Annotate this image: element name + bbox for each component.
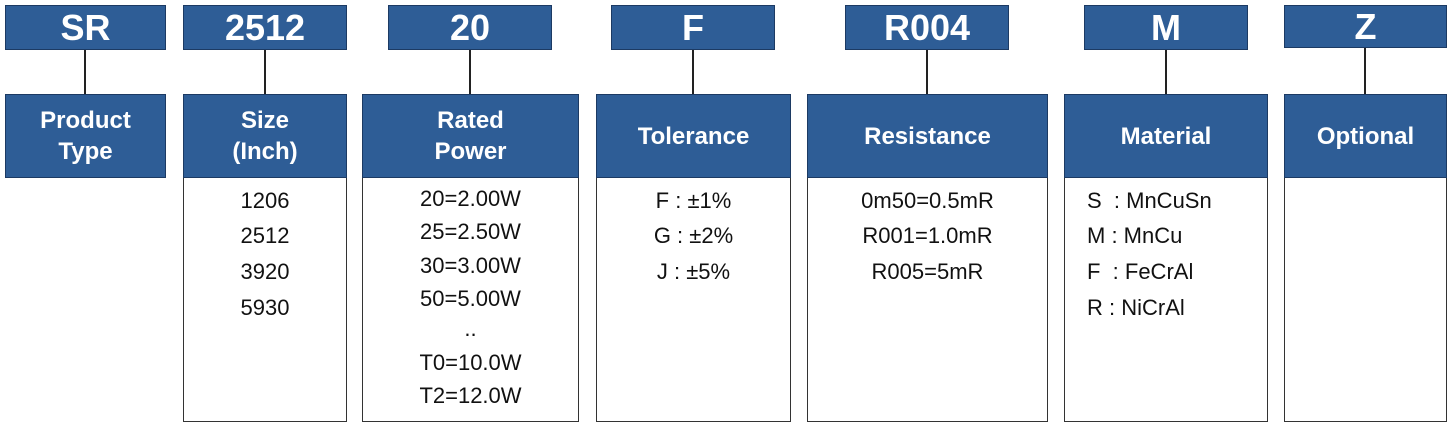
list-item: 2512 xyxy=(240,223,290,248)
header-tolerance: Tolerance xyxy=(596,94,791,178)
list-item: 5930 xyxy=(240,295,290,320)
connector-line xyxy=(469,50,471,94)
list-item: T0=10.0W xyxy=(419,350,522,375)
list-item: G : ±2% xyxy=(653,223,734,248)
connector-line xyxy=(926,50,928,94)
list-item: F : FeCrAl xyxy=(1087,259,1194,284)
options-box-resistance: 0m50=0.5mR R001=1.0mR R005=5mR xyxy=(807,178,1048,422)
connector-line xyxy=(692,50,694,94)
options-box-rated-power: 20=2.00W 25=2.50W 30=3.00W 50=5.00W .. T… xyxy=(362,178,579,422)
code-box-size: 2512 xyxy=(183,5,347,50)
list-item: 20=2.00W xyxy=(420,186,521,211)
list-item: 1206 xyxy=(240,188,290,213)
header-product-type: Product Type xyxy=(5,94,166,178)
list-item: 0m50=0.5mR xyxy=(861,188,994,213)
options-box-size: 1206 2512 3920 5930 xyxy=(183,178,347,422)
code-box-tolerance: F xyxy=(611,5,775,50)
list-item: R001=1.0mR xyxy=(862,223,993,248)
list-item: T2=12.0W xyxy=(419,383,522,408)
list-item: S : MnCuSn xyxy=(1087,188,1212,213)
list-item: 3920 xyxy=(240,259,290,284)
code-box-resistance: R004 xyxy=(845,5,1009,50)
connector-line xyxy=(1165,50,1167,94)
list-item: R005=5mR xyxy=(871,259,984,284)
list-item: M : MnCu xyxy=(1087,223,1183,248)
list-item: 50=5.00W xyxy=(420,286,521,311)
code-box-material: M xyxy=(1084,5,1248,50)
header-size: Size (Inch) xyxy=(183,94,347,178)
code-box-optional: Z xyxy=(1284,5,1447,48)
options-box-tolerance: F : ±1% G : ±2% J : ±5% xyxy=(596,178,791,422)
header-rated-power: Rated Power xyxy=(362,94,579,178)
header-material: Material xyxy=(1064,94,1268,178)
options-box-material: S : MnCuSn M : MnCu F : FeCrAl R : NiCrA… xyxy=(1064,178,1268,422)
list-item: .. xyxy=(464,316,477,341)
connector-line xyxy=(1364,48,1366,94)
code-box-rated-power: 20 xyxy=(388,5,552,50)
list-item: 25=2.50W xyxy=(420,219,521,244)
list-item: R : NiCrAl xyxy=(1087,295,1185,320)
connector-line xyxy=(84,50,86,94)
code-box-product-type: SR xyxy=(5,5,166,50)
list-item: 30=3.00W xyxy=(420,253,521,278)
connector-line xyxy=(264,50,266,94)
options-box-optional xyxy=(1284,178,1447,422)
header-resistance: Resistance xyxy=(807,94,1048,178)
list-item: F : ±1% xyxy=(655,188,732,213)
header-optional: Optional xyxy=(1284,94,1447,178)
list-item: J : ±5% xyxy=(656,259,731,284)
